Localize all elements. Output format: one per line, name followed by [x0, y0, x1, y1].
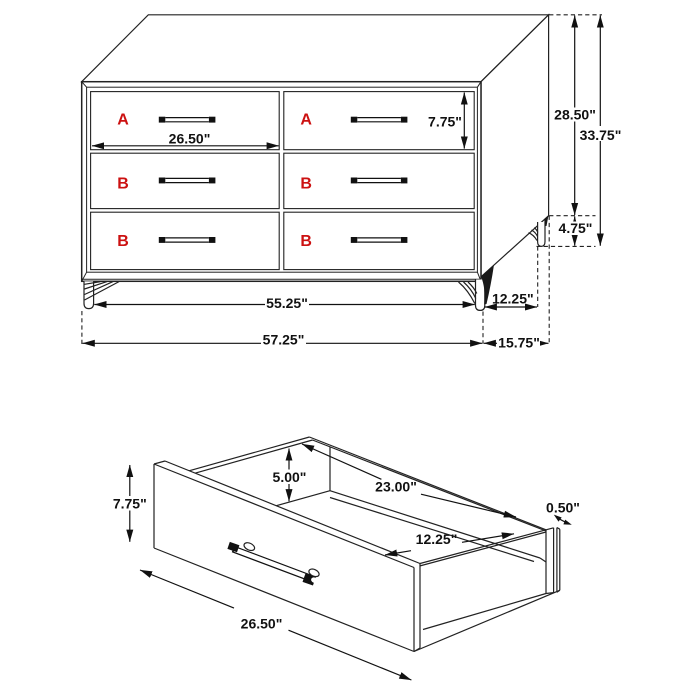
- svg-text:7.75": 7.75": [428, 114, 462, 130]
- svg-text:B: B: [117, 233, 129, 250]
- svg-text:33.75": 33.75": [580, 127, 622, 143]
- svg-text:57.25": 57.25": [263, 332, 305, 348]
- svg-text:B: B: [300, 175, 312, 192]
- svg-text:26.50": 26.50": [169, 131, 211, 147]
- svg-text:A: A: [300, 112, 312, 129]
- svg-text:15.75": 15.75": [498, 335, 540, 351]
- svg-text:5.00": 5.00": [273, 469, 307, 485]
- svg-text:A: A: [117, 112, 129, 129]
- svg-text:0.50": 0.50": [546, 500, 580, 516]
- svg-text:B: B: [117, 175, 129, 192]
- svg-text:4.75": 4.75": [559, 220, 593, 236]
- svg-text:7.75": 7.75": [113, 496, 147, 512]
- svg-text:55.25": 55.25": [266, 295, 308, 311]
- svg-text:28.50": 28.50": [554, 106, 596, 122]
- svg-text:23.00": 23.00": [375, 479, 417, 495]
- svg-text:12.25": 12.25": [492, 290, 534, 306]
- svg-text:26.50": 26.50": [241, 616, 283, 632]
- svg-text:B: B: [300, 233, 312, 250]
- svg-text:12.25": 12.25": [416, 531, 458, 547]
